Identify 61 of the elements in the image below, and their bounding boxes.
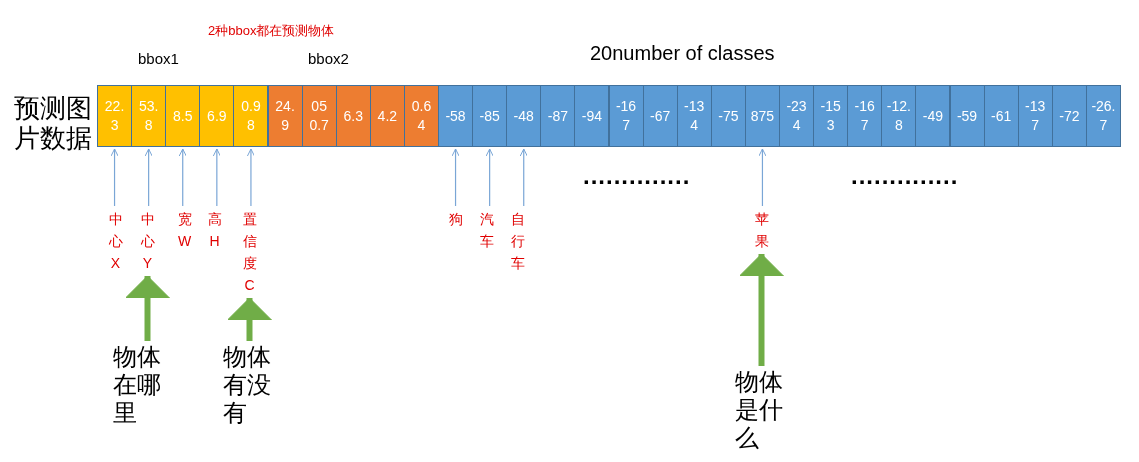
value-cell: -234	[779, 85, 815, 147]
value-cell: -67	[642, 85, 678, 147]
value-cell: -49	[915, 85, 951, 147]
arrow	[125, 275, 170, 341]
arrow	[519, 148, 528, 207]
group-label: bbox2	[308, 50, 349, 67]
value-cell: 8.5	[165, 85, 201, 147]
value-cell: -167	[847, 85, 883, 147]
value-cell: -12.8	[881, 85, 917, 147]
value-cell: 24.9	[267, 85, 303, 147]
value-cell: -85	[472, 85, 508, 147]
arrow	[739, 253, 784, 366]
value-cell: -75	[710, 85, 746, 147]
value-cell: -94	[574, 85, 610, 147]
field-label: 置信度C	[242, 208, 257, 296]
group-label: bbox1	[138, 50, 179, 67]
value-cell: 6.3	[335, 85, 371, 147]
meaning-text: 物体在哪里	[113, 343, 165, 427]
arrow	[758, 148, 767, 207]
value-cell: -137	[1017, 85, 1053, 147]
value-cell: -72	[1051, 85, 1087, 147]
meaning-text: 物体是什么	[735, 368, 787, 452]
value-cell: 4.2	[369, 85, 405, 147]
value-cell: 53.8	[131, 85, 167, 147]
value-cell: 875	[744, 85, 780, 147]
field-label: 自行车	[510, 208, 525, 274]
value-cell: -58	[438, 85, 474, 147]
arrow	[212, 148, 221, 207]
field-label: 苹果	[754, 208, 769, 252]
field-label: 高H	[207, 208, 222, 252]
value-cell: 050.7	[301, 85, 337, 147]
value-cell: -134	[676, 85, 712, 147]
arrow	[110, 148, 119, 207]
ellipsis: ..............	[851, 162, 959, 190]
field-label: 宽W	[177, 208, 192, 252]
arrow	[485, 148, 494, 207]
value-cell: -87	[540, 85, 576, 147]
value-cell: 22.3	[97, 85, 133, 147]
arrow	[144, 148, 153, 207]
value-cell: -61	[983, 85, 1019, 147]
field-label: 狗	[448, 208, 463, 230]
value-cell: -153	[813, 85, 849, 147]
value-cell: -48	[506, 85, 542, 147]
arrow	[227, 297, 272, 341]
arrow	[246, 148, 255, 207]
row-title: 预测图片数据	[14, 93, 93, 153]
ellipsis: ..............	[583, 162, 691, 190]
value-cell: -26.7	[1085, 85, 1121, 147]
field-label: 中心X	[108, 208, 123, 274]
arrow	[451, 148, 460, 207]
value-cell: 6.9	[199, 85, 235, 147]
group-note: 2种bbox都在预测物体	[208, 22, 335, 40]
meaning-text: 物体有没有	[223, 343, 275, 427]
arrow	[178, 148, 187, 207]
field-label: 中心Y	[140, 208, 155, 274]
value-cell: -59	[949, 85, 985, 147]
group-label: 20number of classes	[590, 42, 775, 65]
field-label: 汽车	[479, 208, 494, 252]
value-cell: 0.98	[233, 85, 269, 147]
value-cell: -167	[608, 85, 644, 147]
value-cell: 0.64	[403, 85, 439, 147]
